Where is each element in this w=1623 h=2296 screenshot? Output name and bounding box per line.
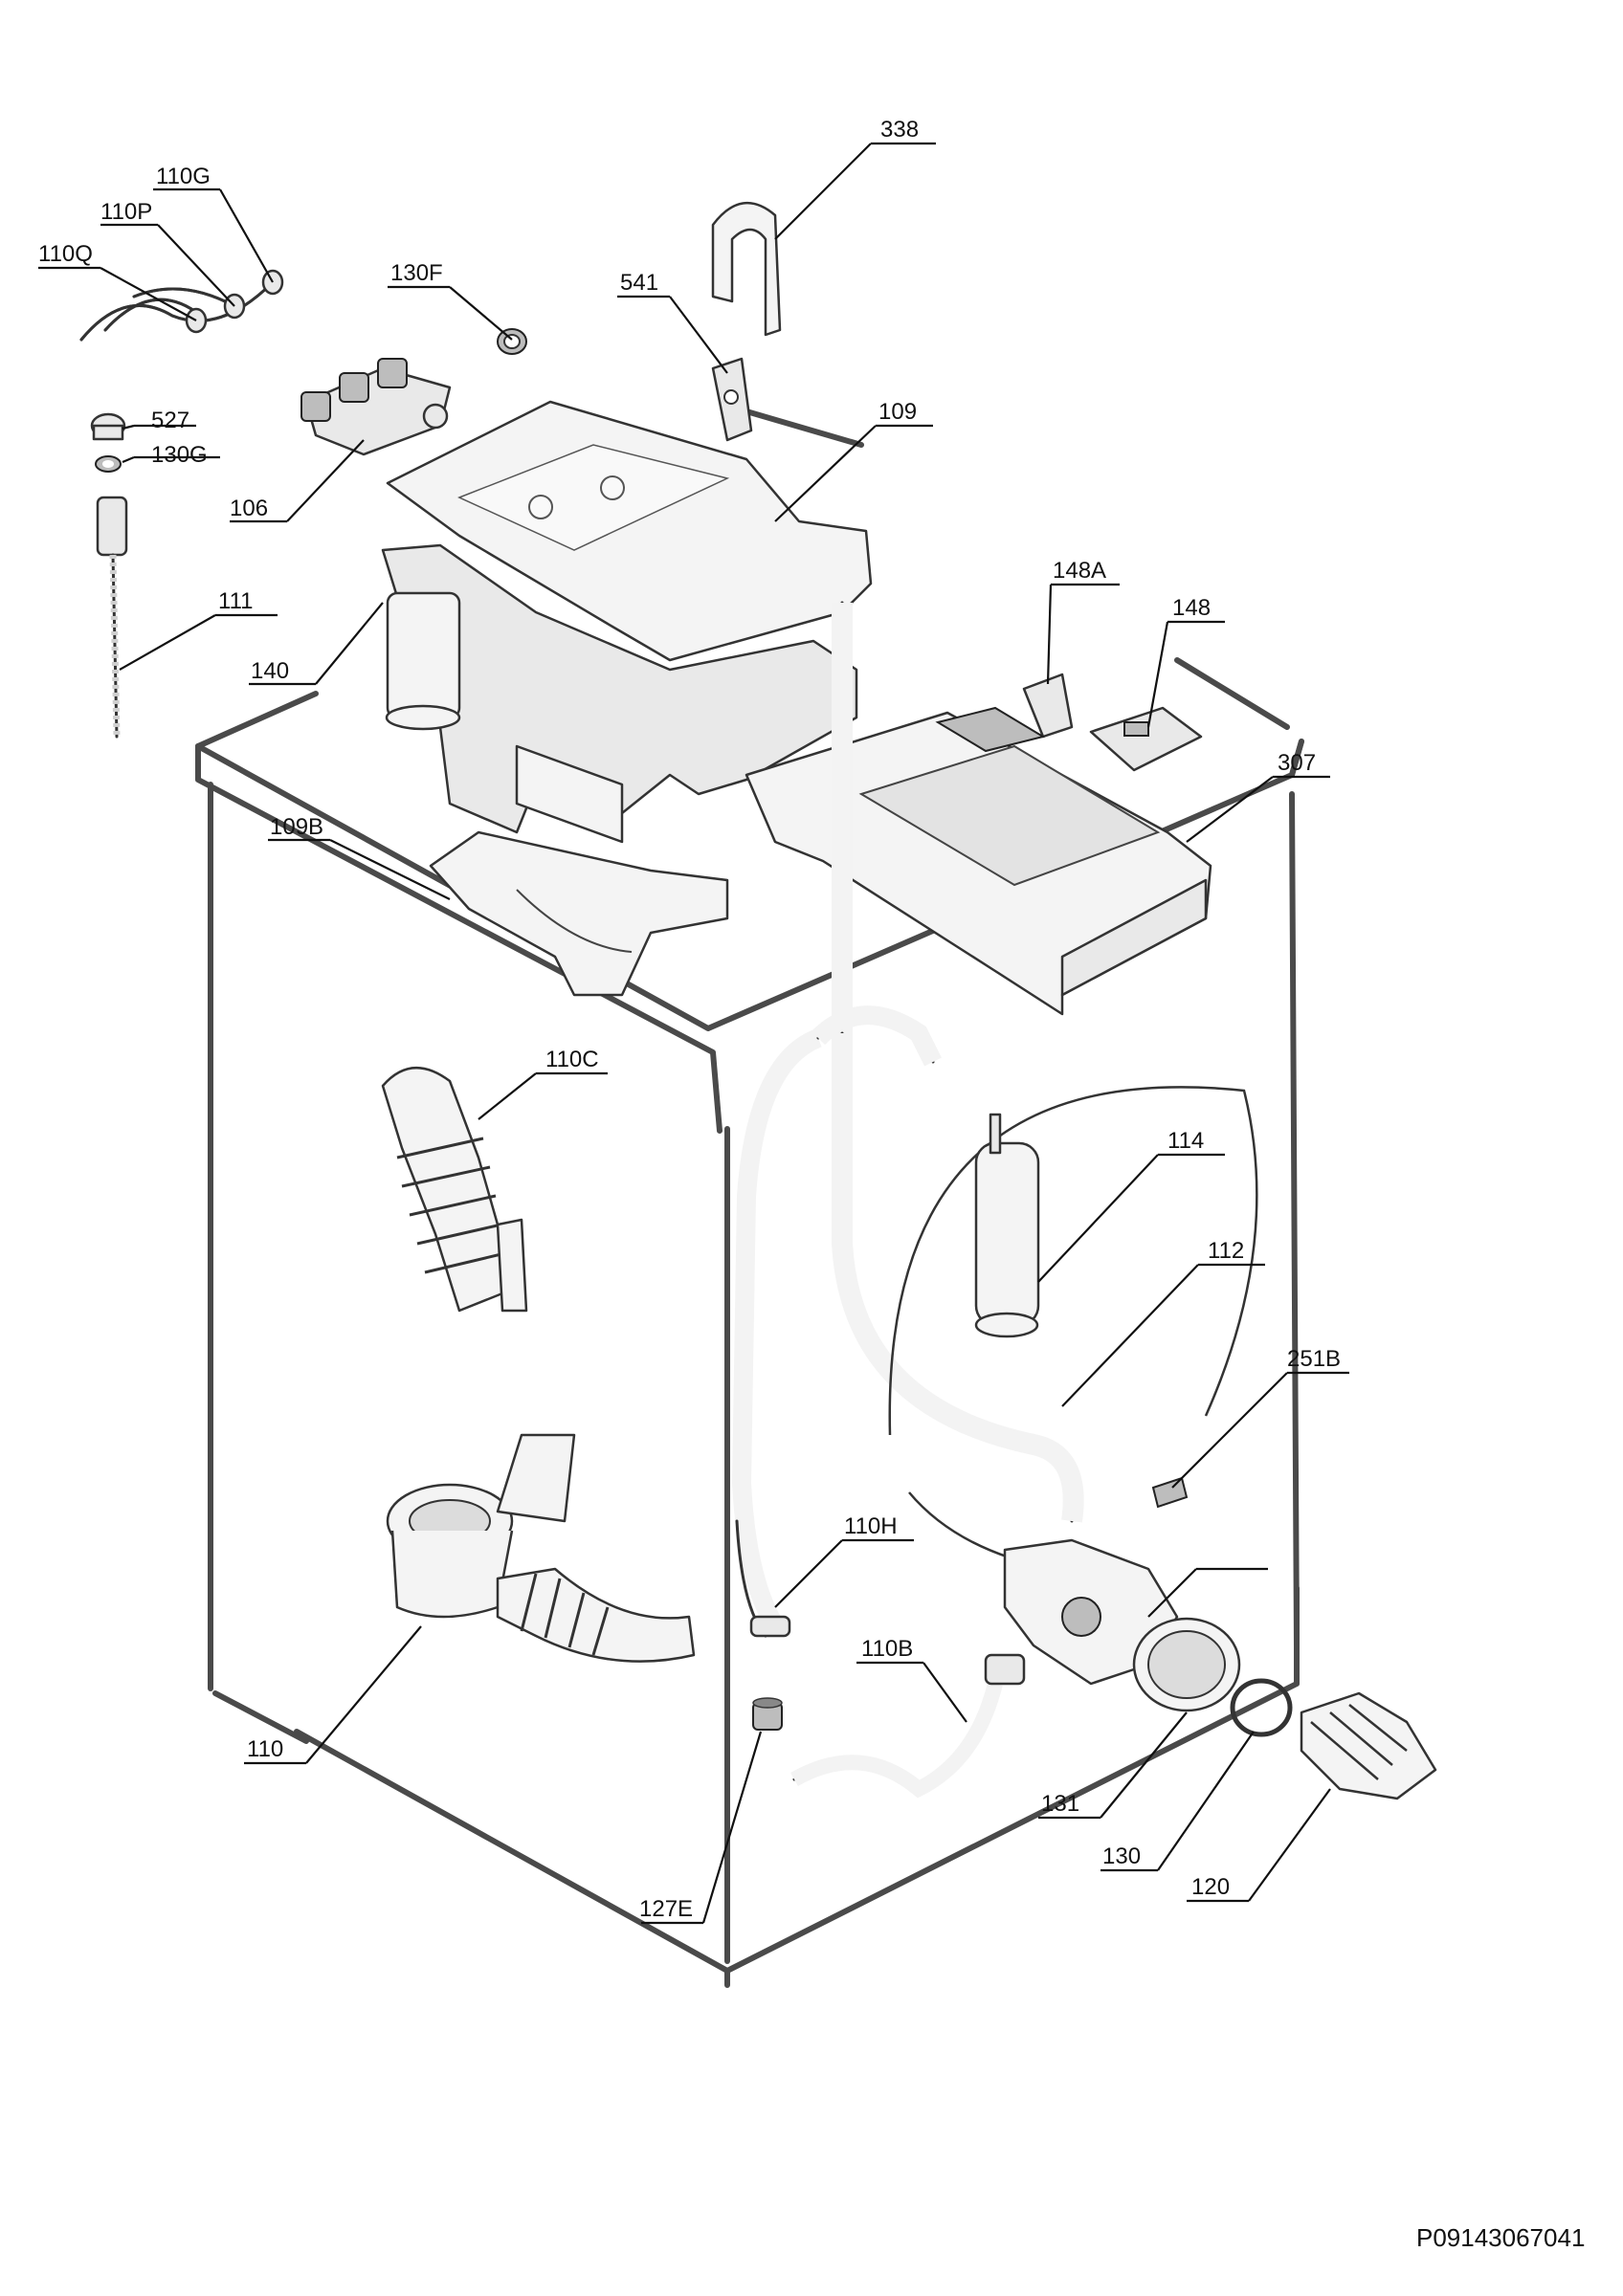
callout-307: 307 bbox=[1278, 750, 1316, 776]
callout-127e: 127E bbox=[639, 1896, 693, 1922]
detergent-drawer-307 bbox=[745, 706, 1212, 1016]
callout-120: 120 bbox=[1191, 1874, 1230, 1900]
small-fittings-527-130g bbox=[90, 412, 126, 473]
callout-148: 148 bbox=[1172, 595, 1211, 621]
pressure-chamber-114 bbox=[974, 1113, 1040, 1338]
dispenser-housing-140 bbox=[381, 543, 858, 844]
document-id: P09143067041 bbox=[1416, 2223, 1585, 2252]
clip-338 bbox=[711, 201, 782, 337]
clips-148a-148 bbox=[1022, 673, 1203, 772]
callout-140: 140 bbox=[251, 658, 289, 684]
bellows-hose-110c bbox=[381, 1067, 528, 1313]
inlet-valve-106 bbox=[300, 358, 452, 456]
plug-127e bbox=[752, 1697, 783, 1731]
callout-110g: 110G bbox=[156, 164, 211, 189]
callout-110p: 110P bbox=[100, 199, 152, 225]
callout-111: 111 bbox=[218, 588, 253, 614]
hoses-center-group bbox=[731, 601, 1258, 1632]
inlet-hoses-group bbox=[79, 269, 284, 342]
callout-131: 131 bbox=[1041, 1791, 1079, 1817]
callout-148a: 148A bbox=[1053, 558, 1106, 584]
bracket-541 bbox=[711, 357, 753, 442]
seal-ring-130f bbox=[497, 328, 527, 355]
clip-251b bbox=[1151, 1476, 1189, 1509]
drain-hose-110b bbox=[790, 1653, 1026, 1799]
callout-541: 541 bbox=[620, 270, 658, 296]
pump-group bbox=[1003, 1538, 1437, 1800]
dispenser-cover-109 bbox=[386, 400, 873, 662]
callout-110c: 110C bbox=[545, 1047, 599, 1072]
callout-130f: 130F bbox=[390, 260, 443, 286]
callout-130: 130 bbox=[1102, 1843, 1141, 1869]
callout-251b: 251B bbox=[1287, 1346, 1341, 1372]
leader-lines bbox=[38, 142, 1349, 1925]
callout-338: 338 bbox=[880, 117, 919, 143]
callout-106: 106 bbox=[230, 496, 268, 521]
callout-130g: 130G bbox=[151, 442, 208, 468]
callout-527: 527 bbox=[151, 408, 189, 433]
callout-110q: 110Q bbox=[38, 241, 93, 267]
sump-hose-110 bbox=[386, 1433, 696, 1663]
callout-114: 114 bbox=[1167, 1128, 1204, 1154]
callout-110h: 110H bbox=[844, 1513, 898, 1539]
callout-112: 112 bbox=[1208, 1238, 1244, 1264]
callout-109b: 109B bbox=[270, 814, 323, 840]
callout-110b: 110B bbox=[861, 1636, 913, 1662]
callout-110: 110 bbox=[247, 1736, 283, 1762]
callout-labels: 338 110G 110P 110Q 130F 541 527 130G 109… bbox=[38, 117, 1341, 1922]
inlet-hose-111 bbox=[96, 496, 128, 739]
lower-duct-109b bbox=[429, 830, 729, 997]
hose-110h bbox=[735, 1519, 791, 1638]
callout-109: 109 bbox=[878, 399, 917, 425]
